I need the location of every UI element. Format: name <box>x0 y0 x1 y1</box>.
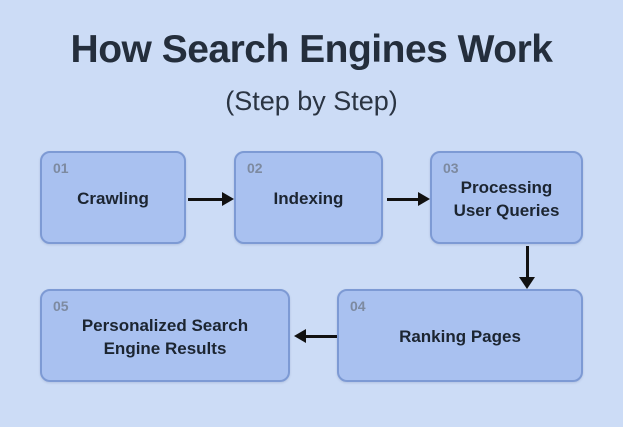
step-box-personalized-search-engine-results: 05 Personalized Search Engine Results <box>40 289 290 382</box>
arrow-head <box>418 192 430 206</box>
step-number: 02 <box>247 160 263 176</box>
arrow-head <box>519 277 535 289</box>
step-box-crawling: 01 Crawling <box>40 151 186 244</box>
arrow-right-icon <box>188 192 234 206</box>
arrow-right-icon <box>387 192 430 206</box>
step-label: Personalized Search Engine Results <box>81 315 249 358</box>
step-number: 05 <box>53 298 69 314</box>
page-subtitle: (Step by Step) <box>225 86 398 116</box>
step-number: 04 <box>350 298 366 314</box>
step-number: 03 <box>443 160 459 176</box>
arrow-head <box>222 192 234 206</box>
step-label: Ranking Pages <box>399 327 521 347</box>
step-label: Crawling <box>77 189 149 209</box>
step-box-ranking-pages: 04 Ranking Pages <box>337 289 583 382</box>
arrow-head <box>294 329 306 343</box>
arrow-left-icon <box>294 329 337 343</box>
step-label: Processing User Queries <box>453 177 560 220</box>
arrow-down-icon <box>519 246 535 289</box>
step-box-processing-user-queries: 03 Processing User Queries <box>430 151 583 244</box>
arrow-shaft <box>188 198 224 201</box>
arrow-shaft <box>305 335 337 338</box>
page-title: How Search Engines Work <box>70 28 553 71</box>
step-number: 01 <box>53 160 69 176</box>
step-label: Indexing <box>273 189 344 209</box>
arrow-shaft <box>526 246 529 278</box>
step-box-indexing: 02 Indexing <box>234 151 383 244</box>
arrow-shaft <box>387 198 420 201</box>
